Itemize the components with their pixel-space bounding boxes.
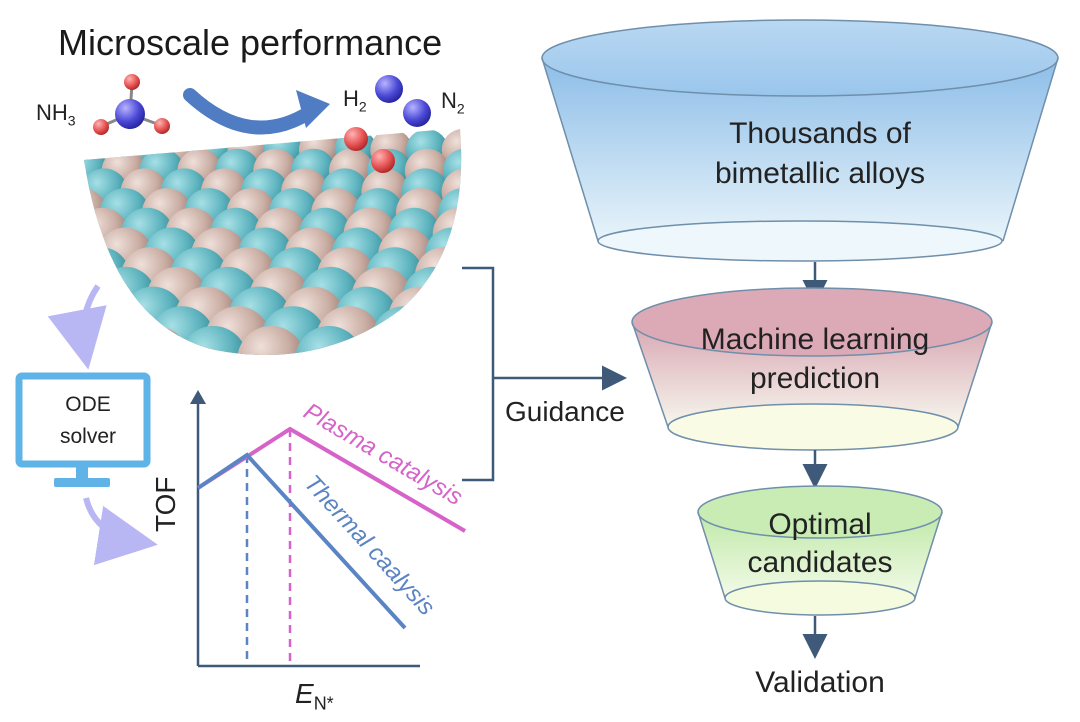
pink-atom — [388, 286, 452, 350]
page-title: Microscale performance — [58, 22, 443, 63]
to-plot-arrow — [83, 497, 158, 566]
funnel-stage-3-line2: candidates — [747, 546, 893, 579]
teal-atom — [15, 287, 78, 350]
pink-atom — [84, 266, 105, 328]
ode-solver-line2: solver — [59, 425, 117, 448]
funnel-stage-3 — [697, 485, 943, 616]
reaction-arrow — [183, 88, 330, 135]
funnel-stage-2-line1: Machine learning — [700, 323, 930, 356]
pink-atom — [23, 247, 81, 305]
teal-atom — [84, 207, 85, 261]
thermal-catalysis-line — [196, 452, 407, 630]
pink-atom — [352, 326, 421, 355]
plot-xlabel-subscript: N* — [313, 693, 334, 714]
monitor-icon — [15, 372, 151, 487]
ode-solver-line1: ODE — [65, 393, 111, 416]
plot-series: Plasma catalysis Thermal caalysis — [196, 398, 467, 664]
plot-xlabel: EN* — [295, 678, 334, 715]
pink-atom — [84, 286, 131, 350]
plot-xlabel-main: E — [295, 678, 314, 709]
teal-atom — [410, 326, 462, 355]
pink-atom — [93, 306, 160, 355]
funnel-stage-2-line2: prediction — [749, 362, 881, 395]
funnel-stage-1 — [541, 19, 1059, 262]
guidance-bracket — [462, 266, 627, 482]
h2-text: H — [343, 86, 359, 111]
nh3-subscript: 3 — [67, 112, 76, 129]
nh3-molecule — [93, 74, 170, 135]
n2-text: N — [441, 88, 457, 113]
nh3-text: NH — [36, 100, 68, 125]
h2-label: H2 — [343, 86, 367, 114]
funnel-stage-2 — [631, 287, 993, 451]
teal-atom — [295, 326, 363, 355]
validation-label: Validation — [755, 666, 885, 699]
catalyst-surface — [15, 129, 462, 355]
teal-atom — [441, 286, 462, 350]
pink-atom — [237, 326, 306, 355]
h2-subscript: 2 — [358, 98, 367, 115]
guidance-label: Guidance — [505, 396, 625, 427]
teal-atom — [84, 306, 104, 355]
pink-atom — [84, 168, 88, 216]
n2-label: N2 — [441, 88, 465, 116]
funnel-stage-1-line2: bimetallic alloys — [714, 157, 926, 190]
thermal-series-label: Thermal caalysis — [299, 470, 441, 621]
h2-molecule — [344, 127, 395, 173]
funnel-stage-3-line1: Optimal — [768, 508, 872, 541]
plot-ylabel: TOF — [150, 476, 181, 532]
teal-atom — [84, 129, 91, 171]
funnel-stage-1-line1: Thousands of — [729, 117, 911, 150]
teal-atom — [84, 227, 106, 283]
n2-subscript: 2 — [456, 100, 465, 117]
n2-molecule — [375, 75, 431, 127]
teal-atom — [371, 306, 437, 355]
nh3-label: NH3 — [36, 100, 76, 128]
pink-atom — [427, 306, 462, 355]
to-solver-arrow — [47, 284, 107, 370]
teal-atom — [179, 326, 248, 355]
plot-axes — [190, 390, 420, 668]
